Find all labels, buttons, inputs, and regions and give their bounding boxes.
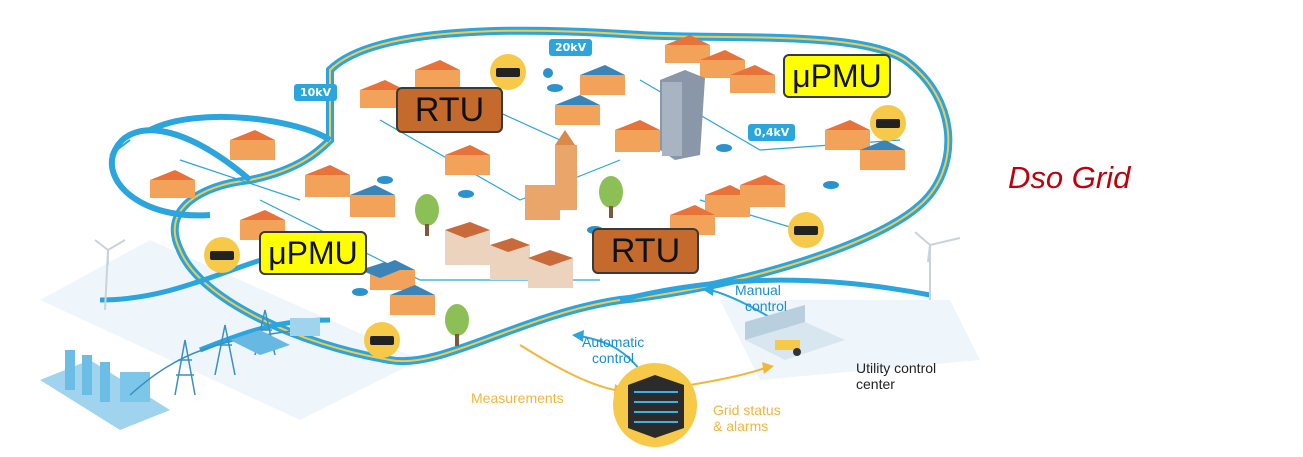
ground-tile (40, 240, 420, 420)
tree-icon (415, 194, 439, 236)
church-icon (525, 130, 577, 220)
pmu-device-icon (490, 54, 526, 90)
cable-segment (148, 113, 332, 143)
house-icon (825, 120, 870, 150)
house-icon (555, 95, 600, 125)
substation-icon (230, 318, 320, 355)
left-arrow (109, 139, 131, 156)
status-arrow (689, 367, 766, 386)
house-icon (150, 170, 195, 198)
house-icon (615, 120, 660, 152)
voltage-label-04kv: 0,4kV (748, 124, 796, 141)
rtu-label-bottom: RTU (592, 228, 699, 274)
house-icon (305, 165, 350, 197)
control-center-icon (745, 305, 845, 360)
pmu-device-icon (364, 322, 400, 358)
rtu-label-top: RTU (396, 87, 503, 133)
cars (352, 68, 839, 296)
house-icon (350, 185, 395, 217)
arrow-head (702, 284, 714, 296)
house-icon (390, 285, 435, 315)
apartment-tower-icon (660, 70, 705, 160)
pmu-label-left: μPMU (259, 231, 367, 275)
house-icon (415, 60, 460, 88)
house-icon (580, 65, 625, 95)
wind-turbine-icon (914, 231, 961, 300)
tree-icon (445, 304, 469, 346)
automatic-control-arrow (579, 335, 641, 371)
house-icon (860, 140, 905, 170)
transmission-tower-icon (129, 309, 301, 396)
tree-icon (599, 176, 623, 218)
house-icon (665, 35, 710, 63)
power-plant-icon (40, 350, 170, 430)
pmu-device-icon (204, 237, 240, 273)
house-icon (445, 145, 490, 175)
measurements-label: Measurements (471, 390, 564, 406)
pmu-device-icon (870, 105, 906, 141)
wind-turbine-icon (94, 239, 126, 311)
house-icon (360, 262, 400, 278)
grid-ring-left (108, 127, 252, 219)
house-icon (230, 130, 275, 160)
page-title: Dso Grid (1008, 160, 1131, 195)
server-icon (613, 363, 697, 447)
house-icon (730, 65, 775, 93)
office-blocks (445, 222, 573, 288)
feeder-wind-right (619, 277, 931, 303)
house-icon (740, 175, 785, 207)
house-icon (705, 185, 750, 217)
houses (150, 35, 905, 315)
measurements-arrow (519, 344, 616, 391)
arrow-head (572, 330, 584, 342)
grid-status-label: Grid status& alarms (713, 402, 781, 434)
voltage-label-20kv: 20kV (549, 39, 593, 56)
voltage-label-10kv: 10kV (294, 84, 338, 101)
pmu-device-icon (788, 212, 824, 248)
pmu-label-right: μPMU (783, 54, 891, 98)
arrow-head (762, 362, 774, 374)
house-icon (360, 80, 405, 108)
